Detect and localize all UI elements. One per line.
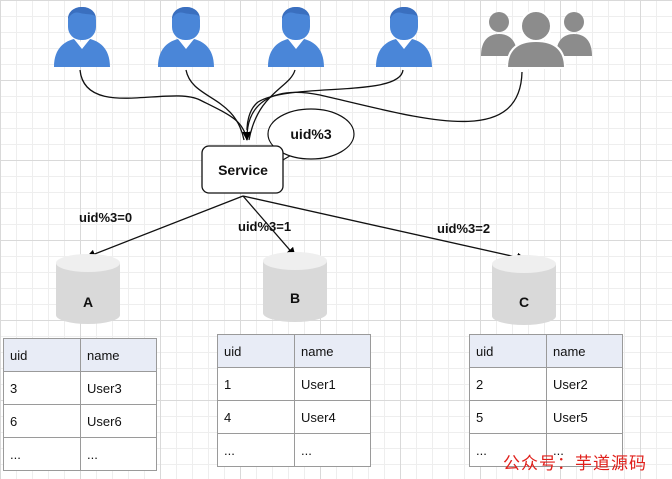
database-c-label: C <box>519 294 529 310</box>
cell-name: ... <box>294 433 371 467</box>
table-shard-b: uid name 1 User1 4 User4 ... ... <box>217 334 371 467</box>
edge-label-b: uid%3=1 <box>238 219 291 234</box>
user-group-icon <box>481 10 592 69</box>
user-icon <box>158 7 214 67</box>
database-a-label: A <box>83 294 93 310</box>
cell-uid: 3 <box>3 371 81 405</box>
table-row: ... ... <box>469 433 623 467</box>
cell-uid: ... <box>3 437 81 471</box>
cell-name: ... <box>80 437 157 471</box>
watermark-text: 公众号：芋道源码 <box>503 454 647 474</box>
user-to-service-connectors <box>79 69 523 141</box>
cell-name: User2 <box>546 367 623 401</box>
table-row: 1 User1 <box>217 367 371 401</box>
edge-label-c: uid%3=2 <box>437 221 490 236</box>
table-row: 3 User3 <box>3 371 157 405</box>
cell-uid: ... <box>217 433 295 467</box>
table-header-row: uid name <box>469 334 623 368</box>
service-label: Service <box>218 162 268 178</box>
table-row: ... ... <box>3 437 157 471</box>
database-icon: A <box>56 254 120 324</box>
cell-uid: 5 <box>469 400 547 434</box>
table-header-row: uid name <box>3 338 157 372</box>
column-header-uid: uid <box>469 334 547 368</box>
thought-bubble-text: uid%3 <box>290 126 331 142</box>
cell-name: User1 <box>294 367 371 401</box>
cell-name: User3 <box>80 371 157 405</box>
cell-uid: 1 <box>217 367 295 401</box>
service-node: Service <box>201 145 284 194</box>
table-row: 6 User6 <box>3 404 157 438</box>
column-header-uid: uid <box>217 334 295 368</box>
cell-name: ... <box>546 433 623 467</box>
table-row: 4 User4 <box>217 400 371 434</box>
cell-uid: 4 <box>217 400 295 434</box>
table-row: 5 User5 <box>469 400 623 434</box>
database-icon: C <box>492 255 556 325</box>
column-header-name: name <box>294 334 371 368</box>
cell-name: User4 <box>294 400 371 434</box>
table-shard-c: uid name 2 User2 5 User5 ... ... <box>469 334 623 467</box>
edge-label-a: uid%3=0 <box>79 210 132 225</box>
cell-name: User6 <box>80 404 157 438</box>
column-header-uid: uid <box>3 338 81 372</box>
column-header-name: name <box>80 338 157 372</box>
table-row: ... ... <box>217 433 371 467</box>
table-shard-a: uid name 3 User3 6 User6 ... ... <box>3 338 157 471</box>
column-header-name: name <box>546 334 623 368</box>
database-icon: B <box>263 252 327 322</box>
database-b-label: B <box>290 290 300 306</box>
cell-uid: ... <box>469 433 547 467</box>
cell-uid: 2 <box>469 367 547 401</box>
service-to-db-connectors <box>86 195 526 262</box>
user-icon <box>54 7 110 67</box>
user-icon <box>268 7 324 67</box>
cell-uid: 6 <box>3 404 81 438</box>
table-header-row: uid name <box>217 334 371 368</box>
cell-name: User5 <box>546 400 623 434</box>
user-icon <box>376 7 432 67</box>
table-row: 2 User2 <box>469 367 623 401</box>
